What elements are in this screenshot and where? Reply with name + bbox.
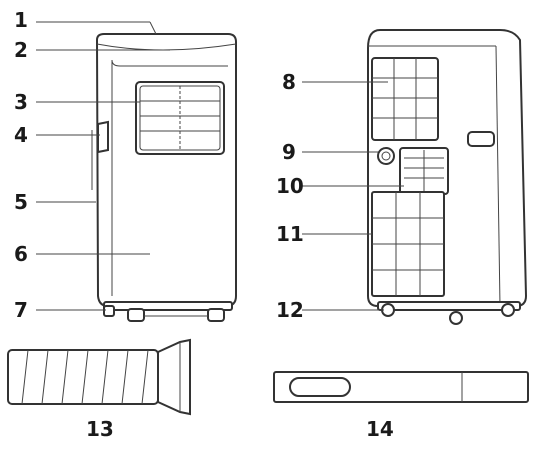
callout-9: 9 xyxy=(282,140,296,164)
hose-adapter xyxy=(157,338,191,416)
callout-1: 1 xyxy=(14,8,28,32)
window-slider-kit xyxy=(273,371,529,403)
rear-side-edge xyxy=(495,45,501,307)
drain-outlet xyxy=(377,147,395,165)
rear-unit xyxy=(367,29,528,325)
callout-5: 5 xyxy=(14,190,28,214)
callout-11: 11 xyxy=(276,222,304,246)
front-side-handle xyxy=(97,120,109,154)
front-unit-body xyxy=(95,33,237,307)
callout-6: 6 xyxy=(14,242,28,266)
front-casters xyxy=(103,301,233,322)
callout-4: 4 xyxy=(14,123,28,147)
callout-10: 10 xyxy=(276,174,304,198)
callout-leader-lines xyxy=(36,21,404,311)
callout-13: 13 xyxy=(86,417,114,441)
callout-3: 3 xyxy=(14,90,28,114)
callout-7: 7 xyxy=(14,298,28,322)
exhaust-vent xyxy=(399,147,449,195)
rear-lower-filter xyxy=(371,191,445,297)
front-louver-grille xyxy=(135,81,225,155)
rear-side-handle xyxy=(467,131,495,147)
exhaust-hose xyxy=(7,338,191,416)
callout-14: 14 xyxy=(366,417,394,441)
callout-8: 8 xyxy=(282,70,296,94)
front-unit xyxy=(91,33,237,322)
callout-12: 12 xyxy=(276,298,304,322)
rear-casters xyxy=(377,301,521,325)
callout-2: 2 xyxy=(14,38,28,62)
callout-numbers: 1 2 3 4 5 6 7 8 9 10 11 12 13 14 xyxy=(14,8,394,441)
rear-upper-filter xyxy=(371,57,439,141)
